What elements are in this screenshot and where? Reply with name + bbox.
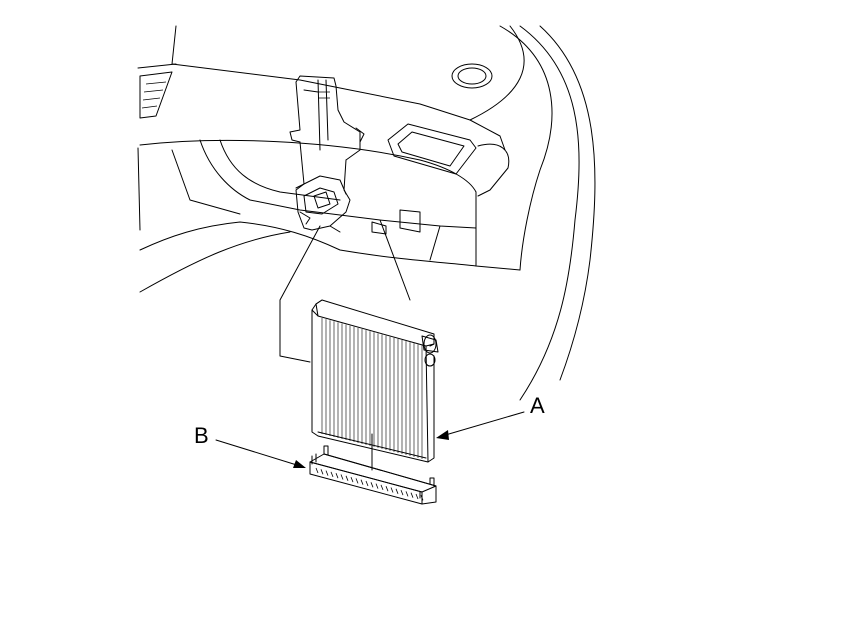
evaporator-core-icon (311, 299, 439, 463)
seal-tooth (415, 493, 419, 500)
callout-label-b: B (194, 423, 209, 448)
seal-teeth (315, 467, 424, 501)
seal-tooth (390, 487, 394, 493)
speaker-icon (451, 63, 493, 89)
seal-tooth (315, 467, 319, 474)
seal-tooth (335, 473, 339, 479)
dashboard-outline (137, 25, 596, 401)
seal-tooth (325, 470, 329, 476)
leader-line-a (436, 411, 525, 440)
seal-tooth (375, 483, 379, 489)
seal-tooth (345, 475, 349, 481)
seal-tooth (405, 491, 409, 497)
seal-tooth (320, 469, 324, 475)
seal-tooth (400, 489, 404, 496)
seal-tooth (410, 492, 414, 498)
callout-label-a: A (530, 393, 545, 418)
evaporator-fins (321, 318, 423, 459)
seal-bracket-icon (309, 433, 437, 505)
seal-tooth (365, 480, 369, 487)
heater-unit-bracket (289, 75, 365, 233)
seal-tooth (360, 479, 364, 485)
seal-tooth (380, 484, 384, 491)
seal-tooth (330, 471, 334, 478)
glovebox-opening (387, 123, 510, 197)
seal-tooth (340, 474, 344, 480)
seal-tooth (355, 478, 359, 484)
seal-tooth (420, 495, 424, 501)
vent-icon (139, 71, 173, 119)
seal-tooth (350, 476, 354, 483)
leader-line-b (215, 439, 306, 468)
seal-tooth (385, 486, 389, 492)
seal-tooth (370, 482, 374, 488)
seal-tooth (395, 488, 399, 494)
